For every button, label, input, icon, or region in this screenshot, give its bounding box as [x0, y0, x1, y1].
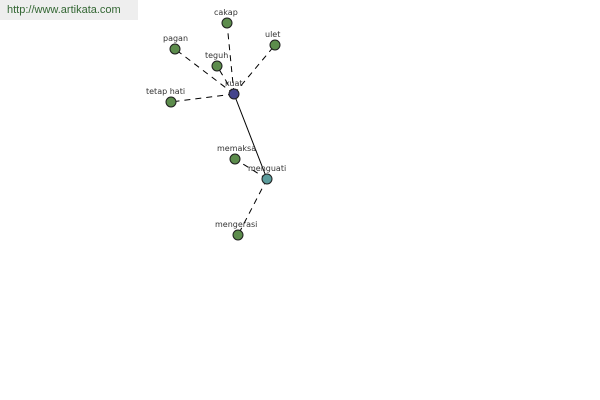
node-label-menguati[interactable]: menguati	[248, 164, 286, 173]
node-label-memaksa[interactable]: memaksa	[217, 144, 256, 153]
node-pagan[interactable]: pagan	[163, 34, 188, 55]
node-label-mengerasi[interactable]: mengerasi	[215, 220, 257, 229]
node-circle-teguh[interactable]	[211, 60, 223, 72]
node-circle-memaksa[interactable]	[229, 153, 241, 165]
node-circle-cakap[interactable]	[221, 17, 233, 29]
node-cakap[interactable]: cakap	[214, 8, 238, 29]
edge-kuat-pagan	[174, 48, 235, 95]
source-url-link[interactable]: http://www.artikata.com	[7, 4, 121, 16]
node-memaksa[interactable]: memaksa	[217, 144, 256, 165]
edge-kuat-cakap	[226, 22, 235, 95]
node-menguati[interactable]: menguati	[248, 164, 286, 185]
node-circle-mengerasi[interactable]	[232, 229, 244, 241]
node-circle-menguati[interactable]	[261, 173, 273, 185]
node-kuat[interactable]: kuat	[225, 79, 243, 100]
node-label-cakap[interactable]: cakap	[214, 8, 238, 17]
node-label-ulet[interactable]: ulet	[265, 30, 280, 39]
node-circle-kuat[interactable]	[228, 88, 240, 100]
node-label-kuat[interactable]: kuat	[225, 79, 243, 88]
node-circle-pagan[interactable]	[169, 43, 181, 55]
nodes-layer: kuat cakap ulet pagan teguh tetap hati memaksa…	[146, 8, 286, 241]
node-circle-tetap-hati[interactable]	[165, 96, 177, 108]
node-label-tetap-hati[interactable]: tetap hati	[146, 87, 185, 96]
node-ulet[interactable]: ulet	[265, 30, 281, 51]
node-mengerasi[interactable]: mengerasi	[215, 220, 257, 241]
node-teguh[interactable]: teguh	[205, 51, 228, 72]
edge-kuat-menguati	[233, 93, 268, 180]
source-url-bar: http://www.artikata.com	[0, 0, 138, 20]
node-label-pagan[interactable]: pagan	[163, 34, 188, 43]
node-label-teguh[interactable]: teguh	[205, 51, 228, 60]
node-tetap-hati[interactable]: tetap hati	[146, 87, 185, 108]
node-circle-ulet[interactable]	[269, 39, 281, 51]
